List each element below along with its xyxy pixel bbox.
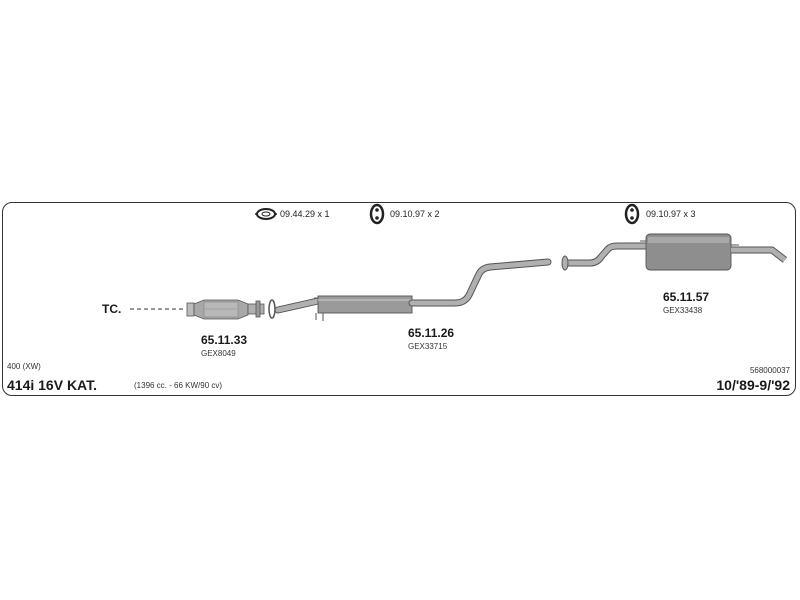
part-gex-rear: GEX33438 xyxy=(663,306,703,315)
diagram-frame xyxy=(2,202,796,396)
rear-silencer-part xyxy=(561,233,788,271)
vehicle-engine: (1396 cc. - 66 KW/90 cv) xyxy=(134,381,223,390)
rubber-hanger-icon xyxy=(369,203,385,225)
vehicle-years: 10/'89-9/'92 xyxy=(716,377,790,393)
vehicle-model: 414i 16V KAT. xyxy=(7,377,98,393)
vehicle-series: 400 (XW) xyxy=(7,362,41,371)
connection-label: TC. xyxy=(102,302,122,316)
middle-silencer-part xyxy=(274,258,552,321)
part-gex-middle: GEX33715 xyxy=(408,342,448,351)
part-gex-catalytic: GEX8049 xyxy=(201,349,236,358)
gasket-ring-icon xyxy=(255,208,277,220)
part-code-catalytic: 65.11.33 xyxy=(201,333,248,347)
gasket-part xyxy=(268,299,276,319)
catalytic-converter-part xyxy=(186,299,265,320)
part-code-rear: 65.11.57 xyxy=(663,290,710,304)
legend-hanger-text-rear: 09.10.97 x 3 xyxy=(646,209,696,219)
part-code-middle: 65.11.26 xyxy=(408,326,455,340)
rubber-hanger-icon xyxy=(624,203,640,225)
legend-hanger-text: 09.10.97 x 2 xyxy=(390,209,440,219)
drawing-number: 568000037 xyxy=(749,366,790,375)
legend-gasket-text: 09.44.29 x 1 xyxy=(280,209,330,219)
